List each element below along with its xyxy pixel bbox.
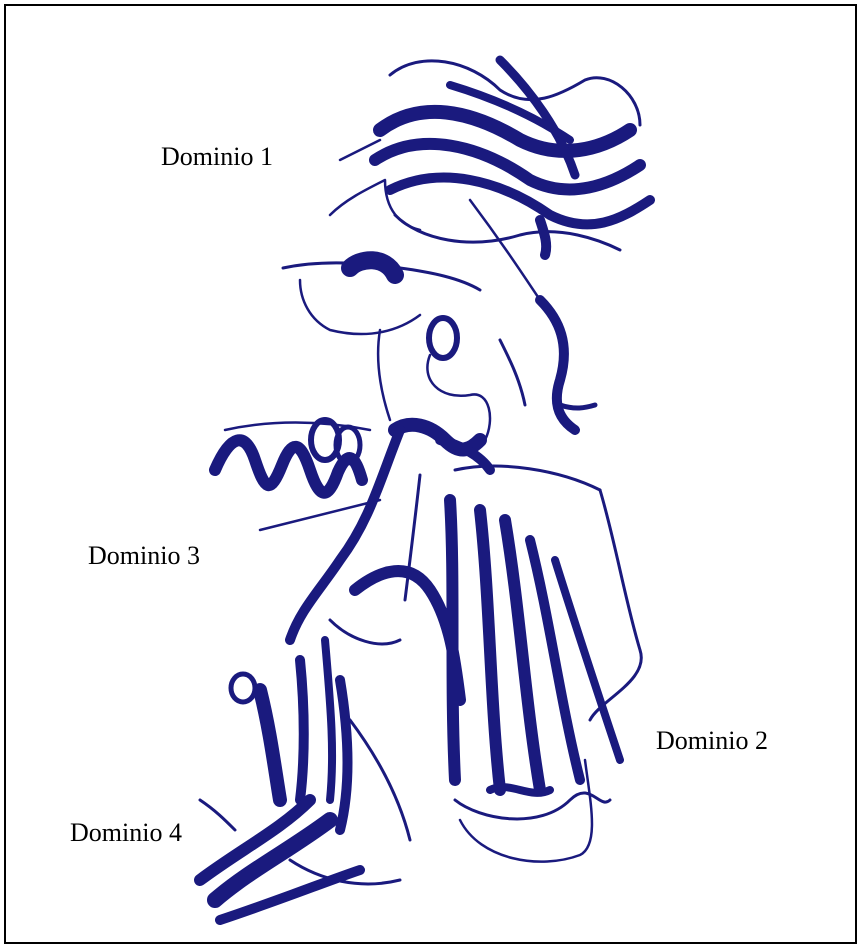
domain-2-structure	[450, 466, 641, 862]
domain-4-structure	[200, 640, 410, 920]
domain-1-label: Dominio 1	[157, 142, 277, 172]
linker-region	[283, 260, 595, 440]
domain-2-label: Dominio 2	[652, 726, 772, 756]
domain-3-label: Dominio 3	[84, 541, 204, 571]
domain-4-label: Dominio 4	[66, 818, 186, 848]
